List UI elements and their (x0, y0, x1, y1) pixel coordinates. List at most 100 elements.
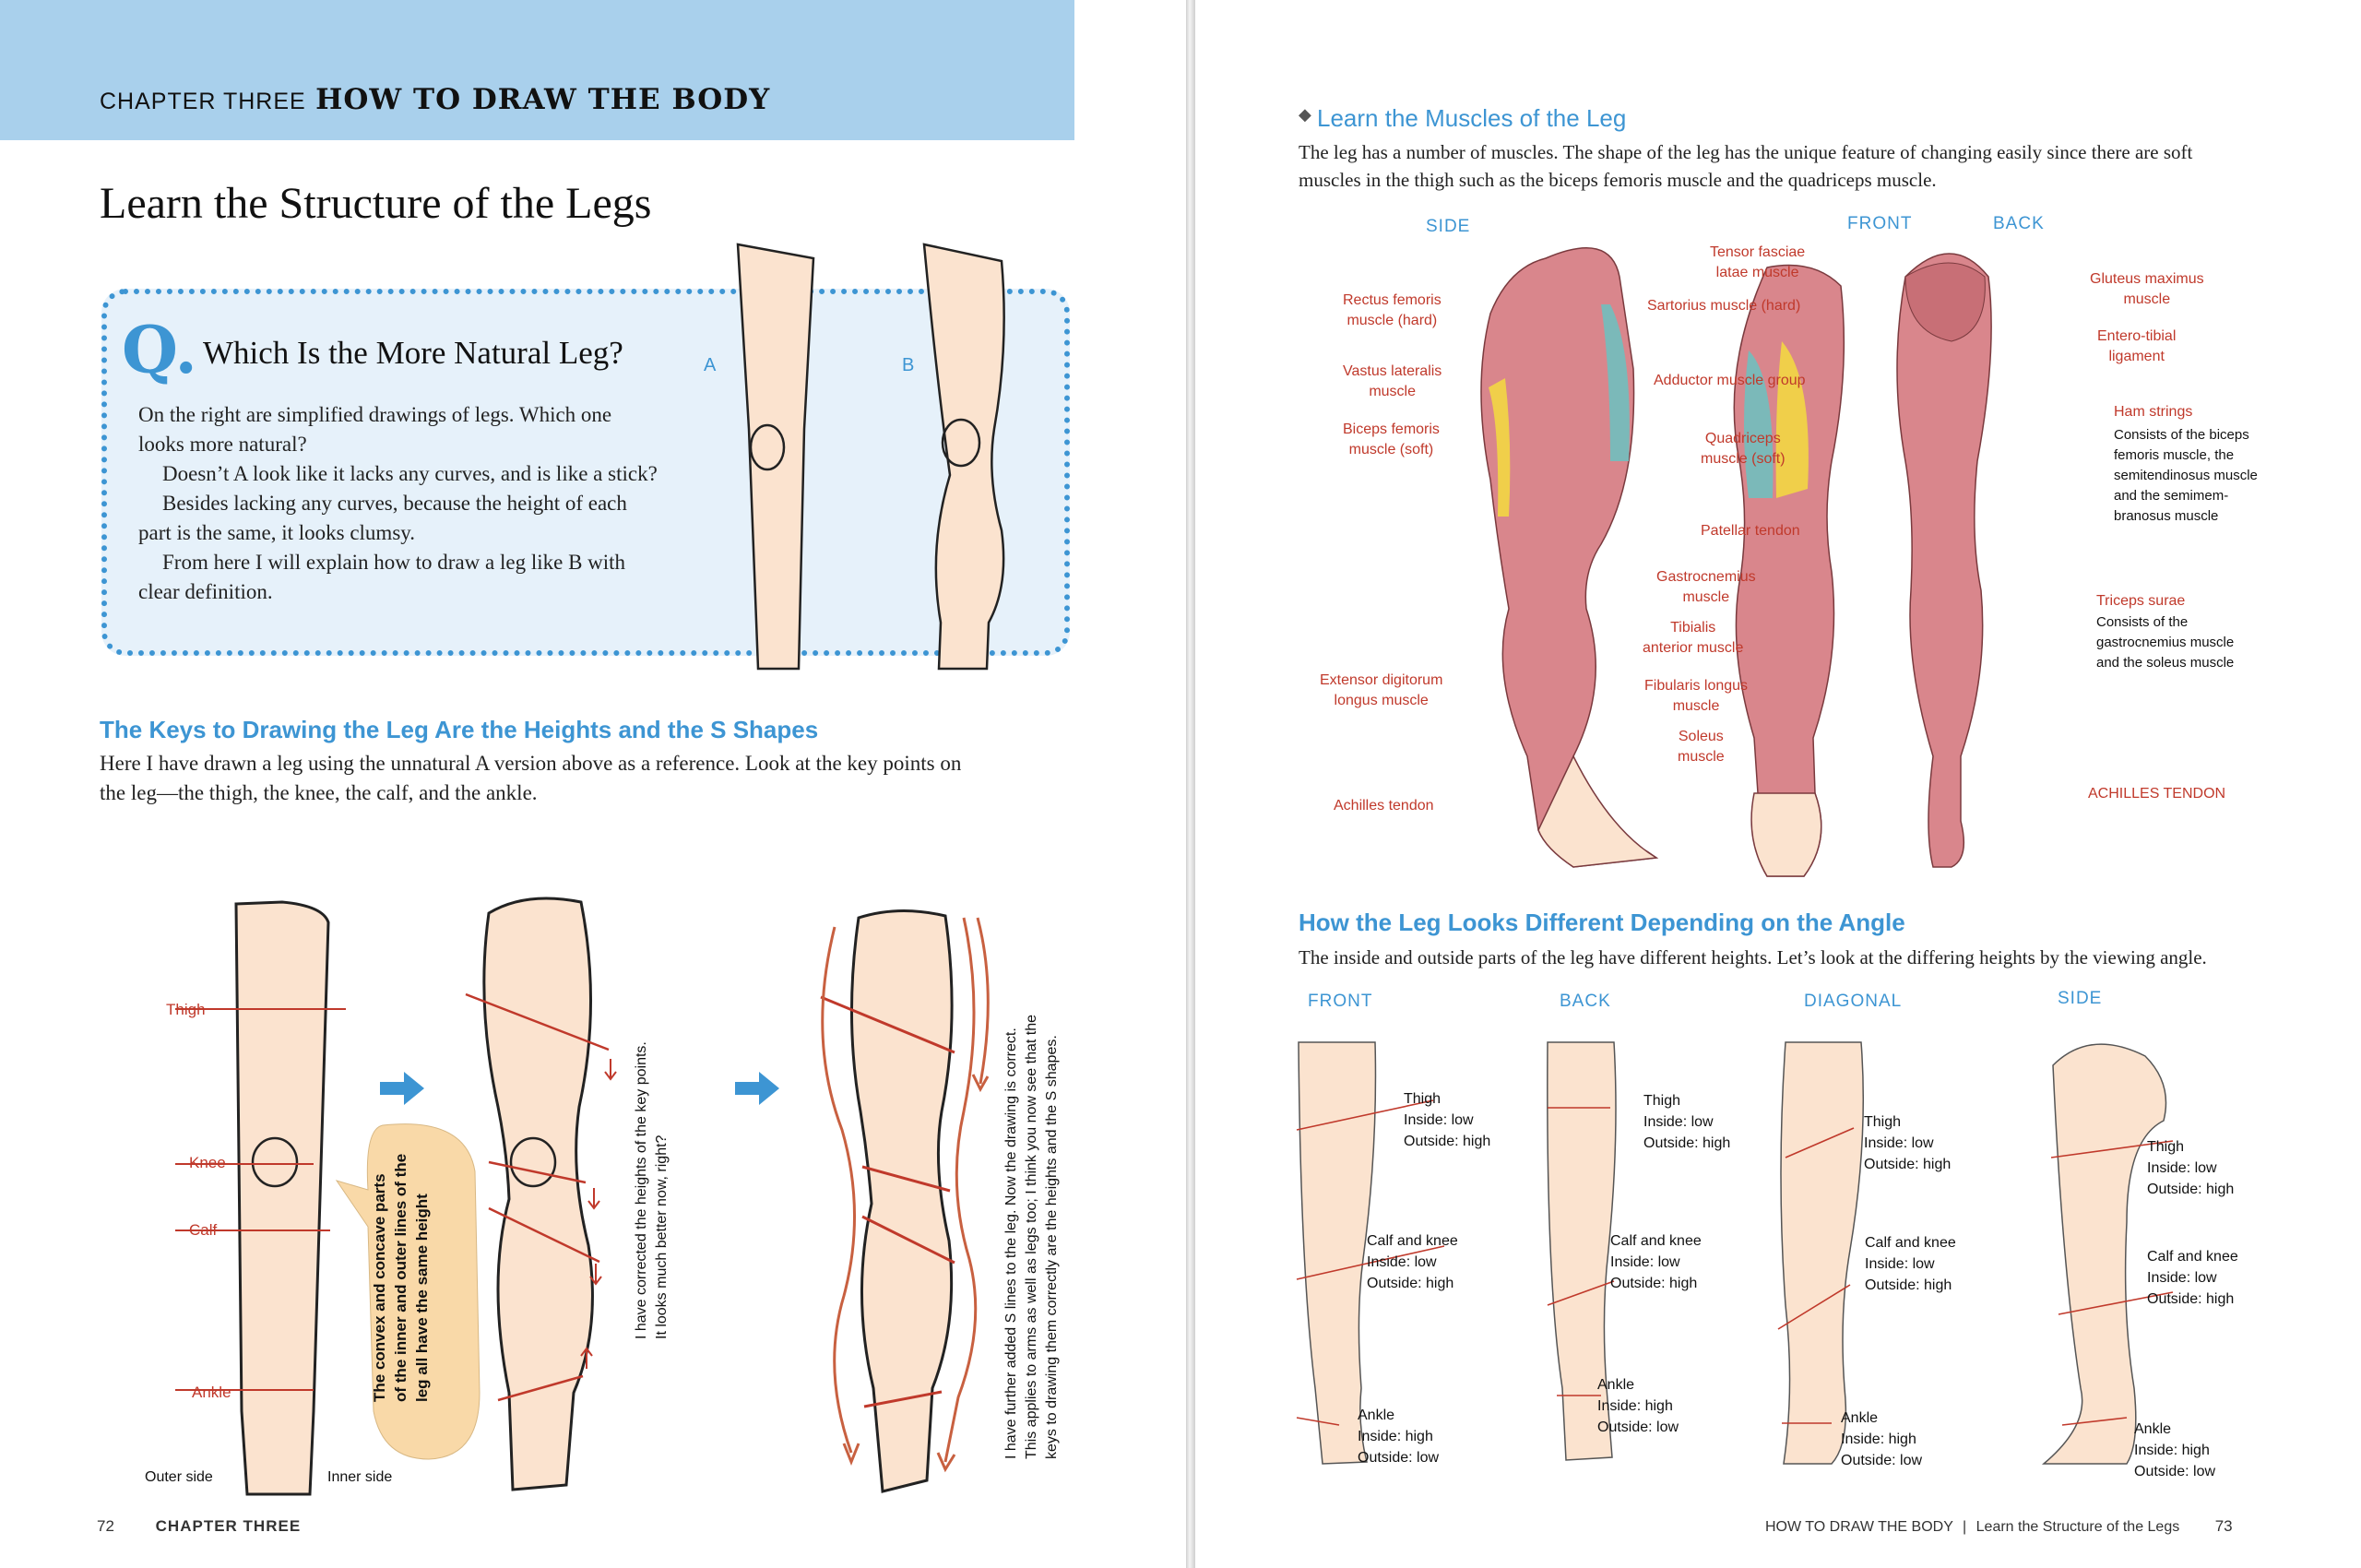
angle-legs-illustration (1296, 1041, 2174, 1465)
note-s-lines: I have further added S lines to the leg.… (1002, 1015, 1062, 1459)
angle-label-side: SIDE (2058, 989, 2103, 1008)
note-line: I have further added S lines to the leg.… (1003, 1028, 1019, 1459)
section-heading-angle: How the Leg Looks Different Depending on… (1299, 909, 1905, 936)
question-body: On the right are simplified drawings of … (138, 400, 658, 607)
bullet-icon: ◆ (1299, 105, 1311, 124)
label-achilles-caps: ACHILLES TENDON (2088, 786, 2226, 802)
bubble-line: The convex and concave parts (371, 1173, 388, 1402)
label-triceps-surae: Triceps surae (2096, 593, 2186, 609)
angle-label-back: BACK (1560, 992, 1611, 1011)
question-line: From here I will explain how to draw a l… (162, 551, 626, 574)
label-adductor: Adductor muscle group (1654, 373, 1806, 388)
footer-right: HOW TO DRAW THE BODY | Learn the Structu… (1765, 1517, 2233, 1536)
question-line: clear definition. (138, 580, 273, 603)
page-number: 73 (2214, 1517, 2233, 1535)
label-outer-side: Outer side (145, 1469, 213, 1485)
label-inner-side: Inner side (327, 1469, 393, 1485)
section-keys-text: Here I have drawn a leg using the unnatu… (100, 749, 961, 808)
section-line: Here I have drawn a leg using the unnatu… (100, 752, 962, 775)
label-achilles-tendon: Achilles tendon (1334, 798, 1434, 814)
bubble-line: of the inner and outer lines of the (392, 1153, 409, 1402)
view-label-front: FRONT (1847, 214, 1913, 233)
question-line: Besides lacking any curves, because the … (162, 492, 627, 515)
bubble-text: The convex and concave parts of the inne… (369, 1154, 433, 1402)
leg-diagram-stick (175, 900, 346, 1496)
question-box (101, 289, 1070, 656)
section-muscles-text: The leg has a number of muscles. The sha… (1299, 138, 2192, 194)
leg-a-drawing (736, 243, 815, 671)
label-b: B (902, 355, 915, 375)
footer-left: 72 CHAPTER THREE (97, 1517, 301, 1536)
question-line: part is the same, it looks clumsy. (138, 521, 416, 544)
label-patellar-tendon: Patellar tendon (1701, 523, 1800, 539)
label-ankle: Ankle (192, 1384, 231, 1401)
view-label-side: SIDE (1426, 217, 1471, 236)
chapter-heading: CHAPTER THREE HOW TO DRAW THE BODY (100, 83, 770, 116)
note-line: I have corrected the heights of the key … (634, 1041, 649, 1339)
book-gutter (1186, 0, 1195, 1568)
chapter-title: HOW TO DRAW THE BODY (315, 83, 771, 116)
q-letter: Q. (122, 312, 197, 388)
section-line: the leg—the thigh, the knee, the calf, a… (100, 781, 538, 804)
footer-chapter: CHAPTER THREE (155, 1517, 302, 1535)
muscle-legs-illustration (1480, 247, 1992, 877)
arrow-right-icon (735, 1072, 779, 1105)
note-corrected: I have corrected the heights of the key … (632, 1041, 672, 1339)
label-knee: Knee (189, 1154, 226, 1171)
page-number: 72 (97, 1517, 114, 1535)
question-title: Which Is the More Natural Leg? (203, 335, 623, 371)
section-line: The leg has a number of muscles. The sha… (1299, 141, 2193, 163)
label-calf: Calf (189, 1221, 218, 1239)
label-sartorius: Sartorius muscle (hard) (1647, 298, 1801, 314)
footer-section: Learn the Structure of the Legs (1975, 1519, 2180, 1535)
question-line: On the right are simplified drawings of … (138, 403, 612, 426)
section-line: muscles in the thigh such as the biceps … (1299, 169, 1937, 191)
speech-bubble (335, 1123, 481, 1460)
angle-label-diagonal: DIAGONAL (1804, 992, 1903, 1011)
page-title: Learn the Structure of the Legs (100, 179, 652, 228)
right-page: ◆ Learn the Muscles of the Leg The leg h… (1195, 0, 2361, 1568)
section-angle-text: The inside and outside parts of the leg … (1299, 946, 2207, 968)
bubble-line: leg all have the same height (413, 1194, 431, 1402)
label-ham-strings: Ham strings (2114, 404, 2193, 420)
question-line: looks more natural? (138, 433, 307, 456)
left-page: CHAPTER THREE HOW TO DRAW THE BODY Learn… (0, 0, 1074, 1536)
chapter-header-band (0, 0, 1074, 140)
note-line: This applies to arms as well as legs too… (1024, 1014, 1039, 1459)
footer-separator: | (1963, 1519, 1967, 1535)
note-line: keys to drawing them correctly are the h… (1044, 1035, 1060, 1459)
view-label-back: BACK (1993, 214, 2045, 233)
chapter-label: CHAPTER THREE (100, 89, 306, 114)
angle-label-front: FRONT (1308, 992, 1373, 1011)
section-heading-keys: The Keys to Drawing the Leg Are the Heig… (100, 716, 819, 743)
label-a: A (704, 355, 717, 375)
footer-running-head: HOW TO DRAW THE BODY (1765, 1519, 1953, 1535)
leg-diagram-s-lines (820, 909, 990, 1493)
leg-diagram-corrected (465, 897, 617, 1491)
